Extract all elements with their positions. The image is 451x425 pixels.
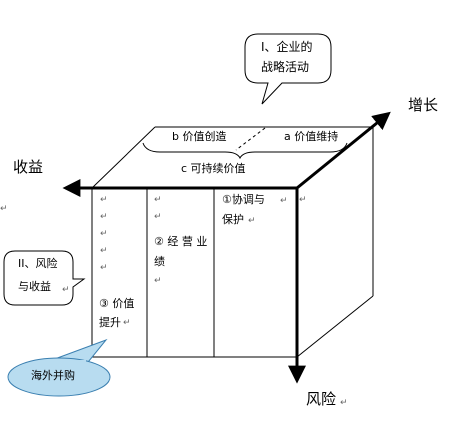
- axis-label-growth: 增长: [408, 96, 439, 114]
- cell3-marks: ↵ ↵ ↵ ↵ ↵: [100, 192, 108, 277]
- paragraph-mark: ↵: [154, 212, 162, 222]
- top-dashed-divider: [235, 127, 266, 151]
- cell1-line2: 保护: [222, 213, 244, 226]
- axis-label-risk: 风险: [306, 390, 337, 408]
- paragraph-mark: ↵: [100, 212, 108, 222]
- paragraph-mark: ↵: [100, 263, 108, 273]
- callout-risk-bubble: [3, 250, 86, 306]
- cell3-line1: ③ 价值: [99, 297, 135, 310]
- cell3-line2: 提升: [99, 316, 121, 329]
- cell3-paragraph-mark: ↵: [123, 318, 131, 328]
- cube-top-left-edge: [91, 126, 156, 189]
- paragraph-mark: ↵: [100, 246, 108, 256]
- left-edge-paragraph-mark: ↵: [0, 204, 8, 214]
- cell2-marks-top: ↵ ↵: [154, 192, 162, 226]
- callout-strategic-bubble: [244, 33, 332, 105]
- top-label-a: a 价值维持: [284, 130, 339, 143]
- risk-paragraph-mark: ↵: [340, 398, 348, 408]
- callout-strategic-line1: I、企业的: [261, 40, 313, 54]
- callout-ma-text: 海外并购: [31, 369, 75, 382]
- top-label-b: b 价值创造: [172, 130, 227, 143]
- callout-strategic-line2: 战略活动: [261, 60, 310, 74]
- axis-growth: [296, 111, 391, 190]
- paragraph-mark: ↵: [154, 195, 162, 205]
- cube-bottom-right-edge: [296, 295, 374, 358]
- cell1-line1: ①协调与: [222, 193, 265, 206]
- top-brace: [142, 142, 348, 160]
- callout-risk-line1: II、风险: [18, 257, 58, 270]
- cell2-line1: ② 经 营 业: [154, 235, 208, 248]
- cell2-paragraph-mark: ↵: [154, 276, 162, 286]
- cell1-paragraph-mark-1: ↵: [280, 196, 288, 206]
- callout-risk-line2: 与收益: [18, 280, 51, 293]
- cell2-line2: 绩: [154, 255, 165, 268]
- cell1-paragraph-mark-2: ↵: [248, 216, 256, 226]
- axis-corner-paragraph-mark: ↵: [299, 195, 307, 205]
- callout-risk-paragraph-mark: ↵: [62, 285, 70, 295]
- paragraph-mark: ↵: [100, 229, 108, 239]
- top-label-c: c 可持续价值: [181, 162, 246, 175]
- axis-label-revenue: 收益: [13, 158, 44, 176]
- paragraph-mark: ↵: [100, 195, 108, 205]
